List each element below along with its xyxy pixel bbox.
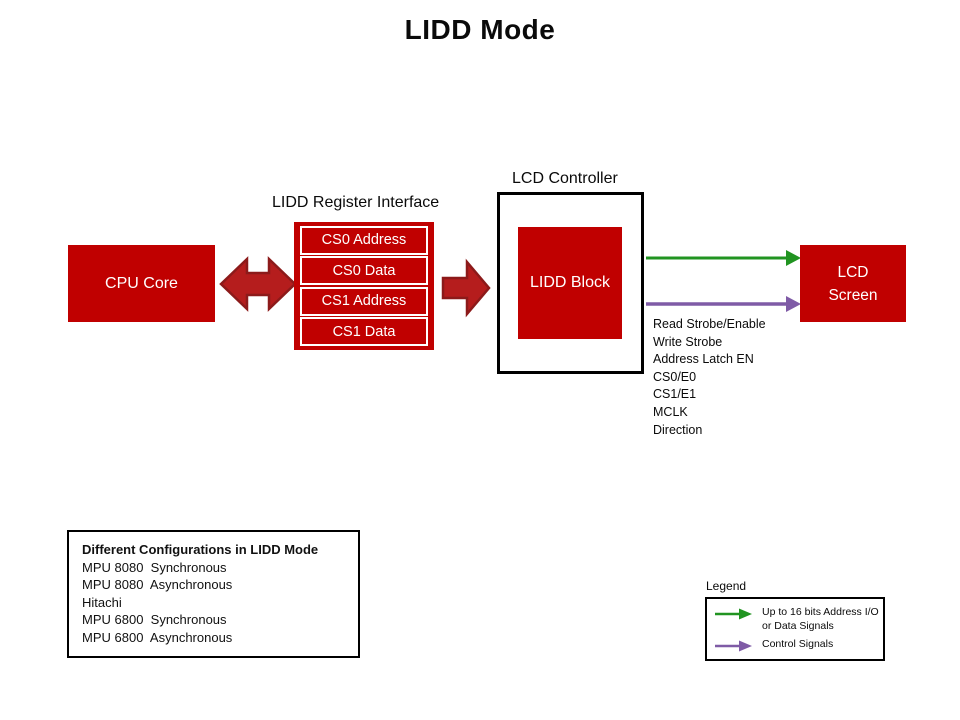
register-interface-box: CS0 Address CS0 Data CS1 Address CS1 Dat…: [294, 222, 434, 350]
purple-control-arrow-icon: [646, 296, 801, 312]
legend-entry-text: Control Signals: [762, 638, 834, 650]
legend-entry-control-signals: Control Signals: [714, 638, 884, 653]
bidirectional-arrow-icon: [219, 251, 297, 317]
control-signal-list: Read Strobe/Enable Write Strobe Address …: [653, 316, 766, 439]
config-item-hitachi: Hitachi: [82, 594, 122, 610]
lcd-screen-label-line1: LCD: [837, 263, 869, 281]
register-cell-cs0-address: CS0 Address: [300, 225, 428, 255]
lcd-screen-box: LCD Screen: [800, 245, 906, 322]
config-item-6800-sync: MPU 6800 Synchronous: [82, 612, 227, 628]
register-cell-cs0-data: CS0 Data: [300, 256, 428, 286]
signal-cs1-e1: CS1/E1: [653, 387, 697, 402]
green-data-arrow-icon: [646, 250, 801, 266]
legend-entry-text: Up to 16 bits Address I/O or Data Signal…: [762, 606, 879, 632]
legend-box: Up to 16 bits Address I/O or Data Signal…: [705, 597, 885, 661]
configurations-box: Different Configurations in LIDD Mode MP…: [67, 530, 360, 658]
register-cell-cs1-data: CS1 Data: [300, 317, 428, 347]
cpu-core-label: CPU Core: [105, 274, 178, 292]
config-item-8080-async: MPU 8080 Asynchronous: [82, 577, 233, 593]
cpu-core-box: CPU Core: [68, 245, 215, 322]
signal-read-strobe: Read Strobe/Enable: [653, 317, 766, 331]
green-arrow-swatch-icon: [715, 608, 752, 620]
lcd-screen-label-line2: Screen: [828, 286, 878, 304]
register-cell-cs1-address: CS1 Address: [300, 286, 428, 316]
purple-arrow-swatch-icon: [715, 640, 752, 652]
signal-write-strobe: Write Strobe: [653, 334, 723, 349]
lidd-block-label: LIDD Block: [529, 274, 611, 291]
lidd-block-box: LIDD Block: [518, 227, 622, 339]
signal-cs0-e0: CS0/E0: [653, 369, 697, 384]
register-interface-label: LIDD Register Interface: [272, 194, 440, 211]
legend-label: Legend: [706, 579, 747, 593]
right-arrow-icon: [441, 257, 491, 319]
signal-address-latch: Address Latch EN: [653, 352, 754, 367]
signal-mclk: MCLK: [653, 404, 688, 419]
legend-entry-data-signals: Up to 16 bits Address I/O or Data Signal…: [714, 606, 884, 633]
config-item-8080-sync: MPU 8080 Synchronous: [82, 559, 227, 575]
page-title: LIDD Mode: [404, 14, 556, 45]
config-item-6800-async: MPU 6800 Asynchronous: [82, 629, 233, 645]
lcd-controller-label: LCD Controller: [512, 170, 618, 187]
signal-direction: Direction: [653, 422, 703, 437]
configurations-heading: Different Configurations in LIDD Mode: [82, 542, 319, 557]
